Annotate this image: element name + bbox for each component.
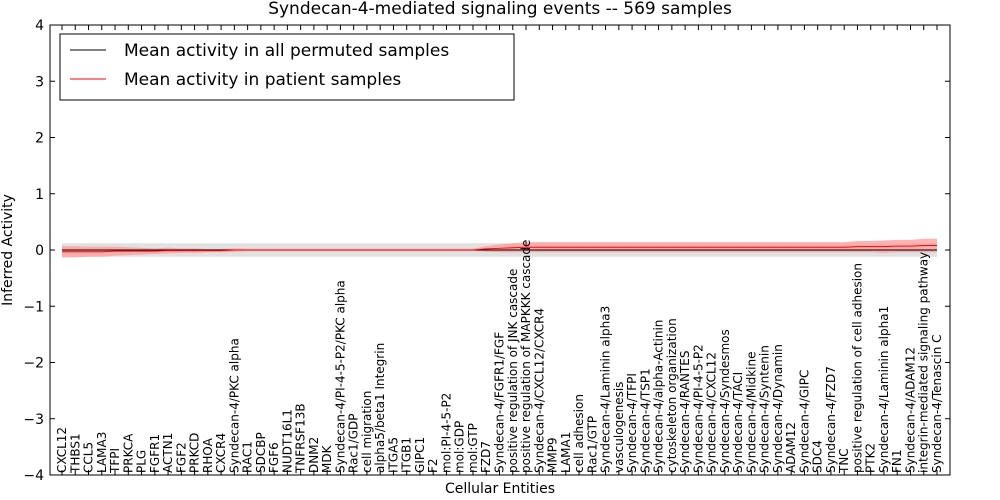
x-tick-label: Syndecan-4/GIPC bbox=[797, 370, 811, 473]
x-tick-label: NUDT16L1 bbox=[280, 409, 294, 473]
series-line-1 bbox=[62, 245, 937, 253]
x-tick-label: integrin-mediated signaling pathway bbox=[917, 252, 931, 473]
x-tick-label: Syndecan-4/Midkine bbox=[744, 352, 758, 473]
chart-title: Syndecan-4-mediated signaling events -- … bbox=[268, 0, 732, 19]
x-tick-label: PLG bbox=[135, 450, 149, 473]
y-axis-label: Inferred Activity bbox=[0, 194, 16, 306]
x-tick-label: PRKCA bbox=[121, 433, 135, 473]
x-tick-label: positive regulation of cell adhesion bbox=[850, 263, 864, 473]
y-tick-label: −1 bbox=[23, 299, 44, 315]
legend-label: Mean activity in patient samples bbox=[124, 70, 401, 90]
x-tick-label: Syndecan-4/Tenascin C bbox=[930, 334, 944, 473]
x-tick-label: Syndecan-4/CXCL12/CXCR4 bbox=[532, 308, 546, 473]
x-tick-label: Syndecan-4/TSP1 bbox=[638, 368, 652, 473]
x-tick-label: MDK bbox=[320, 444, 334, 473]
x-tick-label: Syndecan-4/FGFR1/FGF bbox=[493, 332, 507, 473]
x-tick-label: FGF2 bbox=[174, 442, 188, 473]
x-tick-label: TFPI bbox=[108, 448, 122, 474]
x-tick-label: Syndecan-4/TACI bbox=[731, 372, 745, 473]
x-tick-label: Syndecan-4/ADAM12 bbox=[903, 347, 917, 473]
x-tick-label: Syndecan-4/Syntenin bbox=[758, 345, 772, 473]
x-tick-label: cell adhesion bbox=[572, 394, 586, 473]
y-tick-label: 2 bbox=[35, 131, 44, 147]
x-tick-label: positive regulation of MAPKKK cascade bbox=[519, 240, 533, 473]
x-tick-label: Syndecan-4/TFPI bbox=[625, 373, 639, 473]
y-axis: −4 −3 −2 −1 0 1 2 3 4 bbox=[23, 18, 950, 484]
y-tick-label: −4 bbox=[23, 468, 44, 484]
x-tick-label: cytoskeleton organization bbox=[665, 318, 679, 473]
x-tick-label: mol:GTP bbox=[466, 423, 480, 473]
x-tick-label: Syndecan-4/PI-4-5-P2 bbox=[691, 344, 705, 473]
x-tick-label: PTK2 bbox=[864, 443, 878, 473]
y-tick-label: −2 bbox=[23, 356, 44, 372]
x-tick-label: DNM2 bbox=[307, 437, 321, 473]
x-tick-label: ITGA5 bbox=[386, 437, 400, 473]
x-tick-label: Syndecan-4/FZD7 bbox=[824, 366, 838, 473]
x-tick-label: GIPC1 bbox=[413, 437, 427, 473]
y-tick-label: 3 bbox=[35, 74, 44, 90]
y-tick-label: 1 bbox=[35, 187, 44, 203]
x-tick-label: LAMA3 bbox=[95, 432, 109, 473]
y-tick-label: 4 bbox=[35, 18, 44, 34]
x-tick-label: mol:PI-4-5-P2 bbox=[439, 393, 453, 473]
x-tick-label: MMP9 bbox=[546, 437, 560, 473]
x-tick-label: ADAM12 bbox=[784, 422, 798, 473]
x-tick-label: Syndecan-4/PI-4-5-P2/PKC alpha bbox=[333, 280, 347, 473]
x-tick-label: TNC bbox=[837, 448, 851, 474]
x-tick-label: Syndecan-4/Laminin alpha3 bbox=[599, 306, 613, 473]
x-tick-label: THBS1 bbox=[68, 433, 82, 474]
x-tick-label: Rac1/GTP bbox=[585, 416, 599, 473]
x-tick-label: positive regulation of JNK cascade bbox=[506, 269, 520, 473]
x-tick-label: RAC1 bbox=[241, 441, 255, 473]
x-tick-label: FGFR1 bbox=[148, 434, 162, 473]
x-tick-label: vasculogenesis bbox=[612, 382, 626, 473]
x-tick-label: CXCR4 bbox=[214, 433, 228, 473]
legend: Mean activity in all permuted samplesMea… bbox=[59, 33, 515, 101]
x-tick-label: Syndecan-4/Dynamin bbox=[771, 344, 785, 473]
x-tick-label: FGF6 bbox=[267, 442, 281, 473]
x-tick-label: Syndecan-4/CXCL12 bbox=[705, 352, 719, 473]
x-tick-label: Syndecan-4/Syndesmos bbox=[718, 329, 732, 473]
x-tick-label: PRKCD bbox=[188, 433, 202, 473]
x-tick-label: Syndecan-4/RANTES bbox=[678, 351, 692, 473]
series-lines bbox=[62, 245, 937, 253]
legend-label: Mean activity in all permuted samples bbox=[124, 41, 449, 61]
x-tick-label: SDCBP bbox=[254, 432, 268, 473]
x-tick-label: cell migration bbox=[360, 391, 374, 473]
x-axis-label: Cellular Entities bbox=[445, 481, 555, 497]
x-tick-label: F2 bbox=[426, 458, 440, 473]
x-tick-label: RHOA bbox=[201, 437, 215, 473]
x-tick-label: Syndecan-4/Laminin alpha1 bbox=[877, 306, 891, 473]
legend-box bbox=[59, 33, 515, 101]
x-tick-label: CCL5 bbox=[82, 442, 96, 473]
y-tick-label: 0 bbox=[35, 243, 44, 259]
x-tick-label: Syndecan-4/alpha-Actinin bbox=[652, 320, 666, 473]
x-tick-label: CXCL12 bbox=[55, 427, 69, 473]
x-tick-label: SDC4 bbox=[811, 440, 825, 473]
x-tick-label: Syndecan-4/PKC alpha bbox=[227, 338, 241, 473]
y-tick-label: −3 bbox=[23, 412, 44, 428]
x-tick-label: Rac1/GDP bbox=[347, 414, 361, 473]
x-tick-label: FZD7 bbox=[479, 441, 493, 473]
x-tick-label: alpha5/beta1 Integrin bbox=[373, 343, 387, 473]
x-tick-label: ITGB1 bbox=[400, 437, 414, 473]
x-tick-label: mol:GDP bbox=[453, 421, 467, 473]
x-tick-label: ACTN1 bbox=[161, 433, 175, 473]
x-tick-label: FN1 bbox=[890, 449, 904, 473]
x-tick-label: LAMA1 bbox=[559, 432, 573, 473]
x-tick-label: TNFRSF13B bbox=[294, 403, 308, 474]
